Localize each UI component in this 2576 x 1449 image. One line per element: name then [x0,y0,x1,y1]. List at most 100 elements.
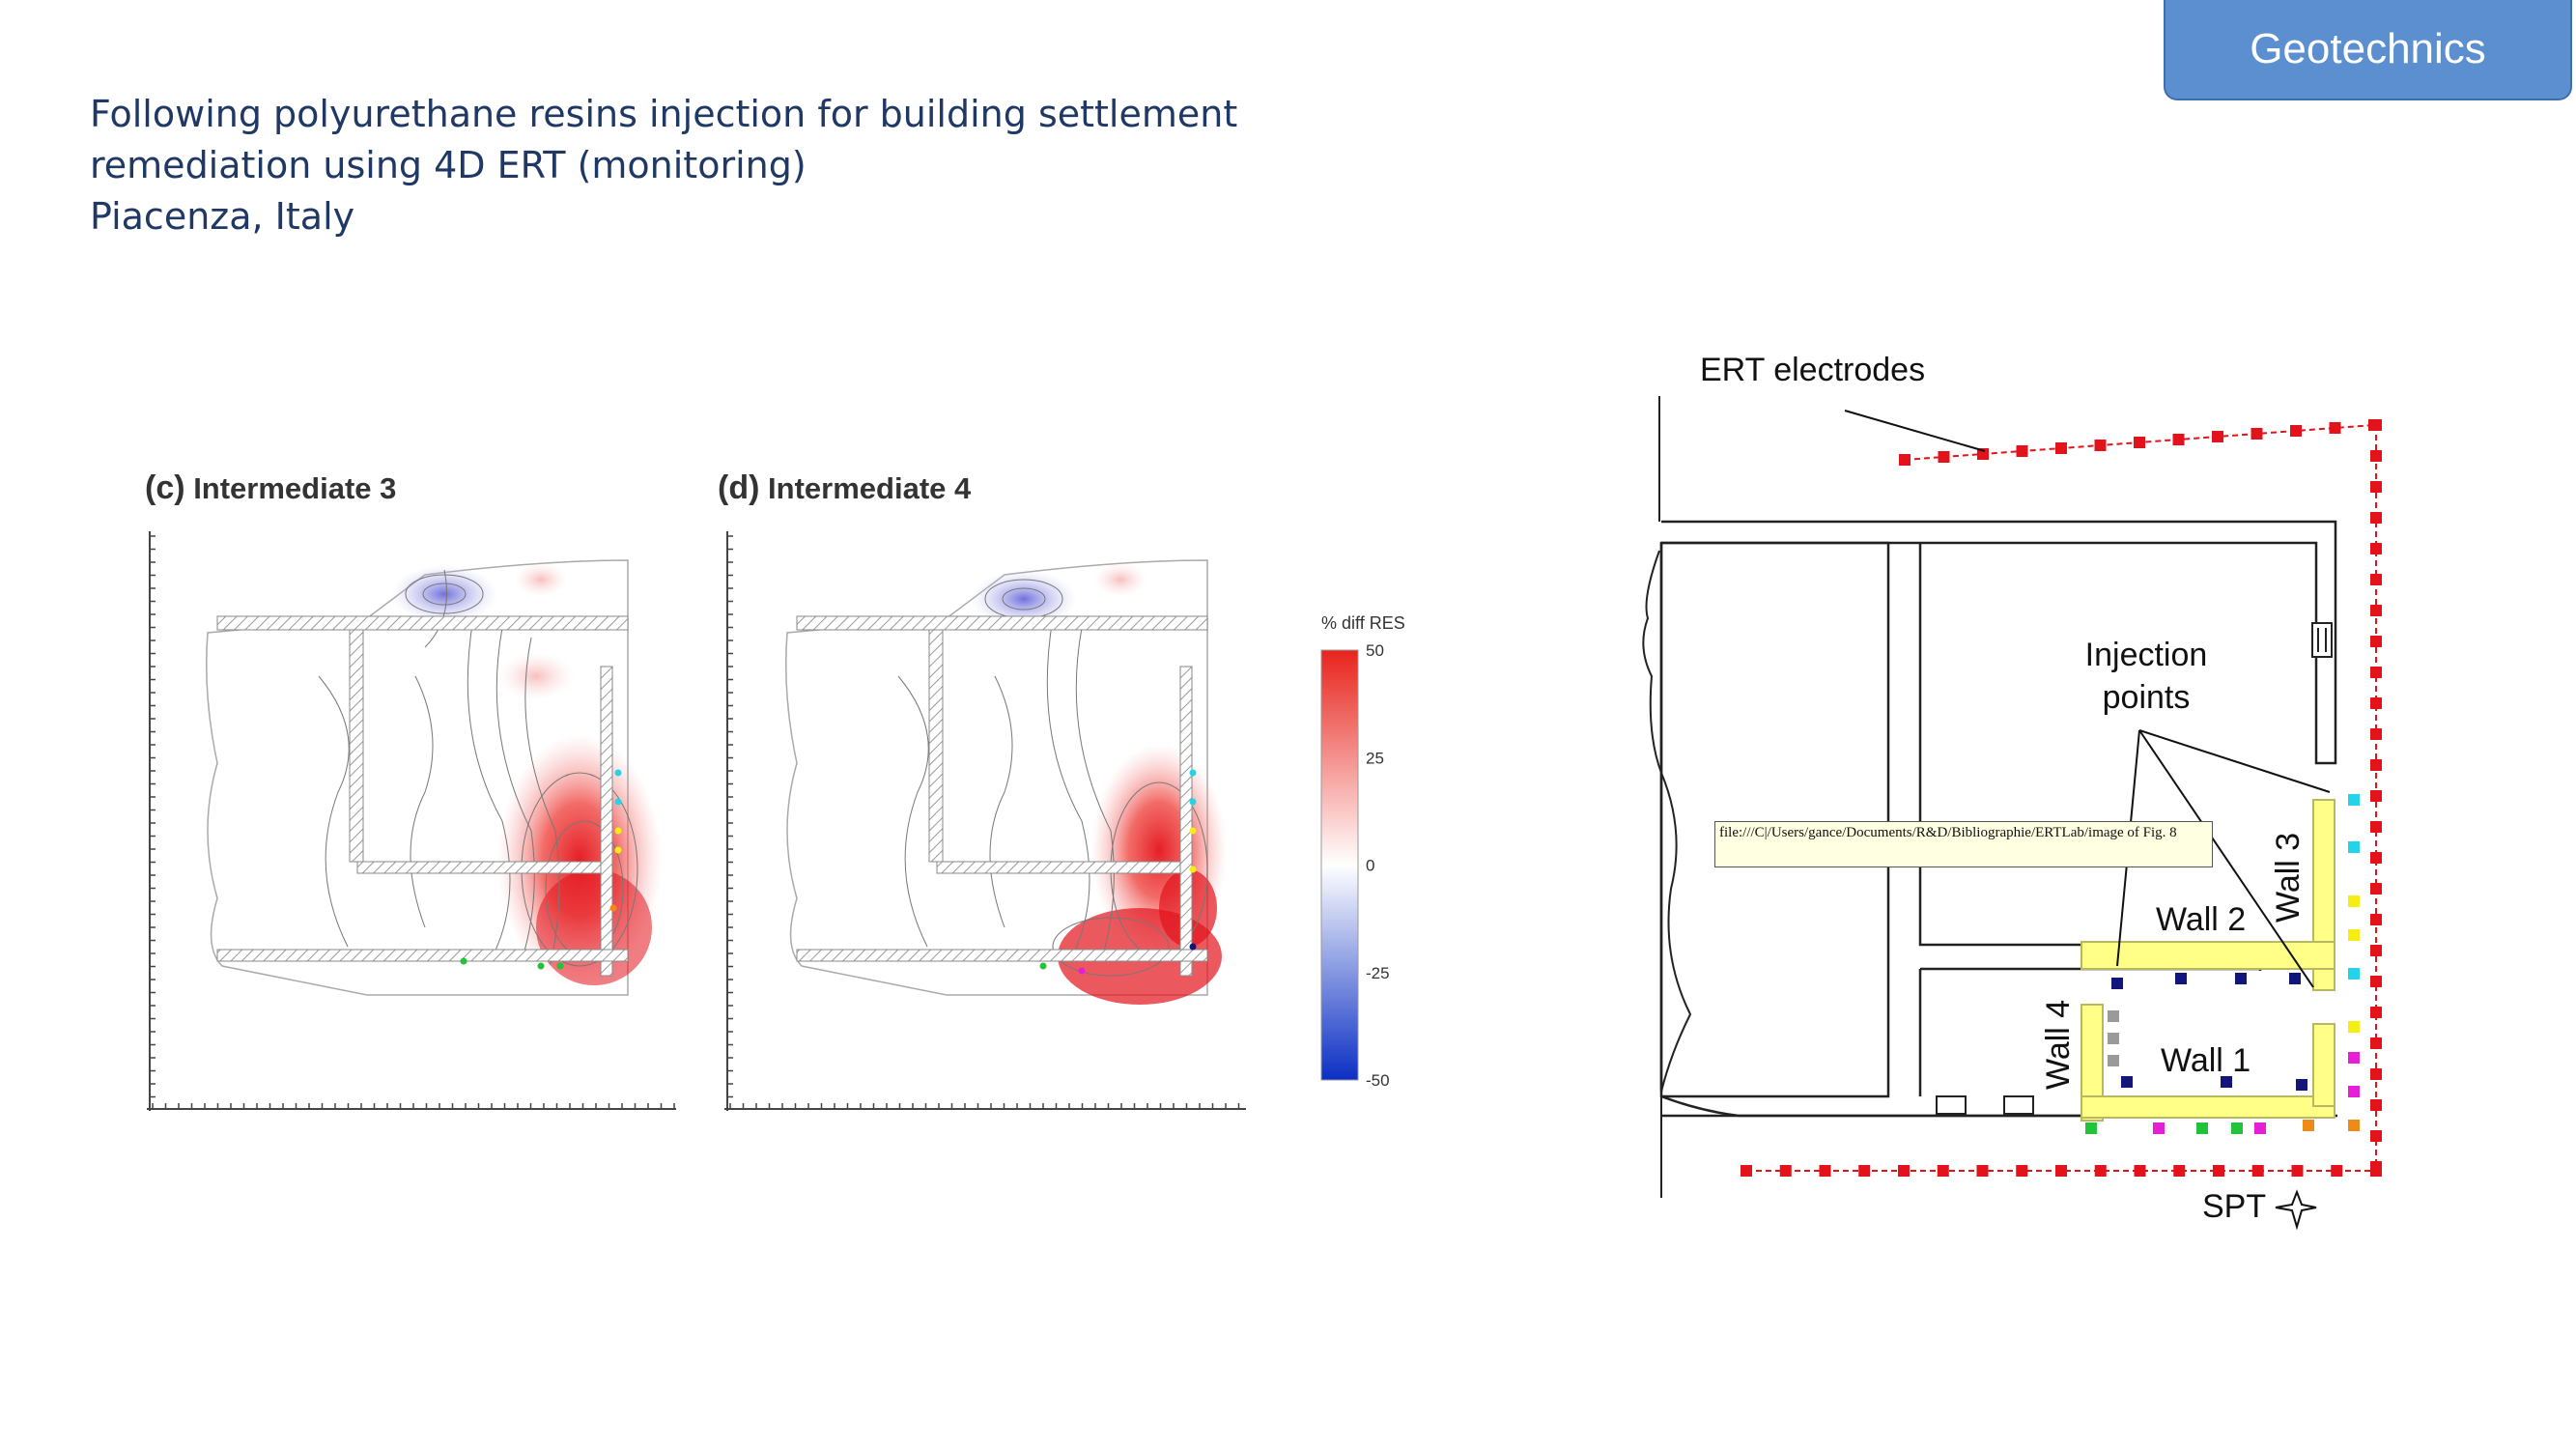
panel-c-wall-right [600,666,613,977]
title-line-1: Following polyurethane resins injection … [90,93,1238,135]
ert-electrode [2291,1165,2304,1177]
wall-1-label: Wall 1 [2161,1042,2250,1079]
panel-c-wall-left [349,629,364,863]
colorbar-tick-label: 50 [1366,641,1384,660]
injection-point [2235,973,2247,984]
plan-room-left [1659,541,1890,1098]
colorbar-title: % diff RES [1321,613,1405,633]
panel-d-letter: (d) [718,469,760,506]
ert-electrode [2370,481,2382,493]
panel-c-wall-middle [356,861,609,874]
ert-electrode [1938,451,1950,463]
ert-electrode [2370,790,2382,802]
ert-electrode [2251,1165,2264,1177]
injection-point [2303,1120,2314,1131]
ert-electrode [2370,728,2382,740]
ert-electrode [2370,821,2382,833]
ert-electrode [2370,450,2382,462]
ert-electrode [2172,434,2185,445]
ert-electrode [1976,1165,1989,1177]
ert-electrode [2370,1099,2382,1111]
ert-electrode [1858,1165,1871,1177]
slide-title: Following polyurethane resins injection … [90,89,1237,242]
plan-walls [2081,799,2335,1122]
ert-electrode [2213,1165,2224,1177]
ert-electrodes [1741,419,2382,1177]
panel-c-wall-bottom [216,949,629,962]
injection-point [2108,1033,2119,1044]
injection-point [2231,1122,2243,1134]
ert-electrode [2134,437,2145,448]
panel-d-wall-middle [936,861,1189,874]
ert-electrode [2370,605,2382,616]
colorbar-scale [1320,649,1359,1081]
ert-electrodes-label: ERT electrodes [1700,352,1925,388]
ert-electrode [1977,448,1989,460]
injection-point [2348,1052,2360,1064]
ert-electrode [2370,1130,2382,1142]
panel-d-wall-top [796,615,1208,631]
ert-electrode [2094,1165,2107,1177]
ert-electrode [2094,440,2107,451]
colorbar-ticks: 50 25 0 -25 -50 [1366,641,1390,1090]
panel-d-wall-bottom [796,949,1208,962]
ert-electrode [2016,1165,2028,1177]
ert-electrode [1819,1165,1831,1177]
ert-electrode [2370,1007,2382,1018]
ert-electrode [1741,1165,1752,1177]
file-path-tooltip: file:///C|/Users/gance/Documents/R&D/Bib… [1714,821,2213,867]
ert-electrode [2370,574,2382,585]
ert-electrode [2370,1068,2382,1080]
injection-point [2111,978,2123,989]
ert-electrode [1937,1165,1949,1177]
panel-d-map [724,531,1246,1111]
ert-electrode [2370,883,2382,895]
panel-d-label: (d) Intermediate 4 [718,469,971,507]
injection-points-label-1: Injection [2085,637,2208,673]
injection-point [2289,973,2301,984]
ert-electrode [2370,636,2382,647]
ert-electrode [1779,1165,1792,1177]
colorbar-tick-label: -25 [1366,964,1390,982]
ert-pointer [1844,410,1986,452]
wall-4-shape [2081,1004,2104,1122]
ert-electrode [2370,914,2382,925]
ert-electrode [2370,667,2382,678]
ert-electrode [2134,1165,2146,1177]
injection-point [2348,794,2360,806]
injection-point [2196,1122,2208,1134]
ert-electrode [2329,422,2341,434]
ert-electrode [2331,1165,2343,1177]
spt-label: SPT [2202,1188,2266,1225]
colorbar-tick-label: -50 [1366,1071,1390,1090]
colorbar-tick-label: 0 [1366,857,1374,875]
panel-c-wall-top [216,615,629,631]
injection-point [2108,1055,2119,1066]
injection-point [2153,1122,2165,1134]
injection-point [2254,1122,2266,1134]
plan-view: ERT electrodes Injection points Wall 2 W… [1642,352,2382,1231]
spt-marker-icon [2275,1189,2317,1231]
wall-2-label: Wall 2 [2156,901,2246,938]
ert-electrode [2370,512,2382,524]
injection-point [2348,895,2360,907]
panel-c-positive-anomaly-top [514,562,568,597]
ert-electrode [2016,445,2028,457]
ert-electrode [2370,1165,2382,1177]
panel-c-name: Intermediate 3 [193,471,397,505]
panel-d-positive-anomaly-top [1093,562,1147,597]
colorbar-tick-label: 25 [1366,749,1384,767]
injection-point [2108,1010,2119,1022]
ert-electrode [2212,431,2223,442]
panel-c-map [147,531,676,1111]
title-line-2: remediation using 4D ERT (monitoring) [90,144,807,186]
geotechnics-badge: Geotechnics [2164,0,2572,100]
ert-electrode [2173,1165,2186,1177]
ert-electrode [2370,697,2382,709]
injection-point [2348,1086,2360,1097]
panel-c-letter: (c) [145,469,185,506]
wall-3-label: Wall 3 [2270,833,2307,923]
plan-injection-points [2085,794,2360,1134]
ert-electrode [2055,1165,2067,1177]
